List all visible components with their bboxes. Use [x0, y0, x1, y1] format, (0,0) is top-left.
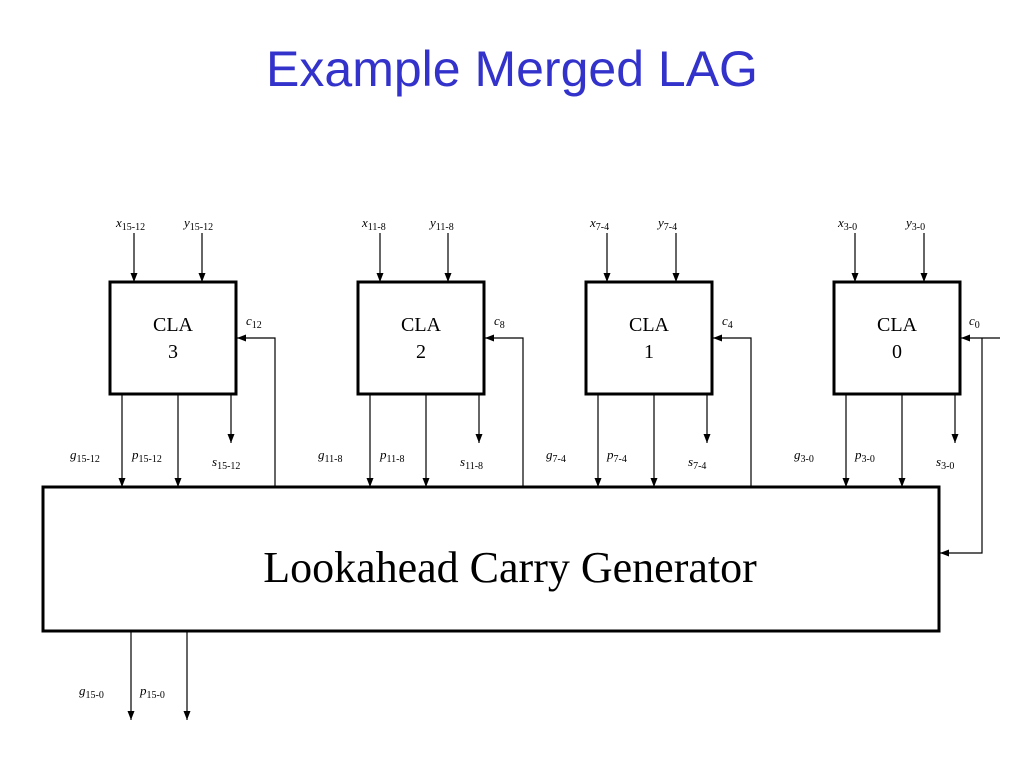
p-output-label: p3-0 — [854, 447, 875, 465]
sum-output-label: s11-8 — [460, 454, 483, 472]
g-output-label: g15-12 — [70, 447, 100, 465]
p-output-label: p7-4 — [606, 447, 627, 465]
p-output-label: p15-12 — [131, 447, 162, 465]
sum-output-label: s15-12 — [212, 454, 240, 472]
c0-to-lag-wire — [940, 338, 983, 557]
slide-title: Example Merged LAG — [266, 41, 758, 97]
carry-label: c0 — [969, 313, 980, 331]
g-output-label: g7-4 — [546, 447, 566, 465]
cla-box — [356, 280, 486, 396]
sum-output-label: s3-0 — [936, 454, 954, 472]
cla-label: CLA — [629, 314, 670, 336]
y-input-label: y11-8 — [428, 215, 454, 233]
carry-in-wire — [713, 334, 752, 487]
cla-block-1: CLA 1 x7-4 y7-4 c4 g7-4 p7-4 s7-4 — [546, 215, 752, 487]
g-output-label: g11-8 — [318, 447, 342, 465]
cla-block-2: CLA 2 x11-8 y11-8 c8 g11-8 p11-8 s11-8 — [318, 215, 524, 487]
cla-index: 0 — [892, 341, 902, 363]
cla-box — [584, 280, 714, 396]
p-group-output-label: p15-0 — [139, 683, 165, 701]
carry-in-wire — [485, 334, 524, 487]
carry-label: c4 — [722, 313, 733, 331]
cla-label: CLA — [401, 314, 442, 336]
cla-index: 3 — [168, 341, 178, 363]
cla-index: 1 — [644, 341, 654, 363]
y-input-label: y7-4 — [656, 215, 677, 233]
lag-label: Lookahead Carry Generator — [263, 543, 757, 592]
cla-index: 2 — [416, 341, 426, 363]
x-input-label: x15-12 — [115, 215, 145, 233]
cla-label: CLA — [153, 314, 194, 336]
g-output-label: g3-0 — [794, 447, 814, 465]
p-output-label: p11-8 — [379, 447, 404, 465]
cla-box — [108, 280, 238, 396]
carry-in-wire — [237, 334, 276, 487]
sum-output-label: s7-4 — [688, 454, 706, 472]
cla-block-3: CLA 3 x15-12 y15-12 c12 g15-12 p15-12 s1… — [70, 215, 276, 487]
carry-label: c8 — [494, 313, 505, 331]
g-group-output-label: g15-0 — [79, 683, 104, 701]
x-input-label: x7-4 — [589, 215, 609, 233]
cla-label: CLA — [877, 314, 918, 336]
lag-box — [41, 485, 941, 633]
y-input-label: y3-0 — [904, 215, 925, 233]
lookahead-carry-generator: Lookahead Carry Generator g15-0 p15-0 — [41, 485, 941, 720]
x-input-label: x3-0 — [837, 215, 857, 233]
carry-label: c12 — [246, 313, 262, 331]
x-input-label: x11-8 — [361, 215, 386, 233]
cla-block-0: CLA 0 x3-0 y3-0 c0 g3-0 p3-0 s3-0 — [794, 215, 1000, 557]
y-input-label: y15-12 — [182, 215, 213, 233]
cla-box — [832, 280, 962, 396]
